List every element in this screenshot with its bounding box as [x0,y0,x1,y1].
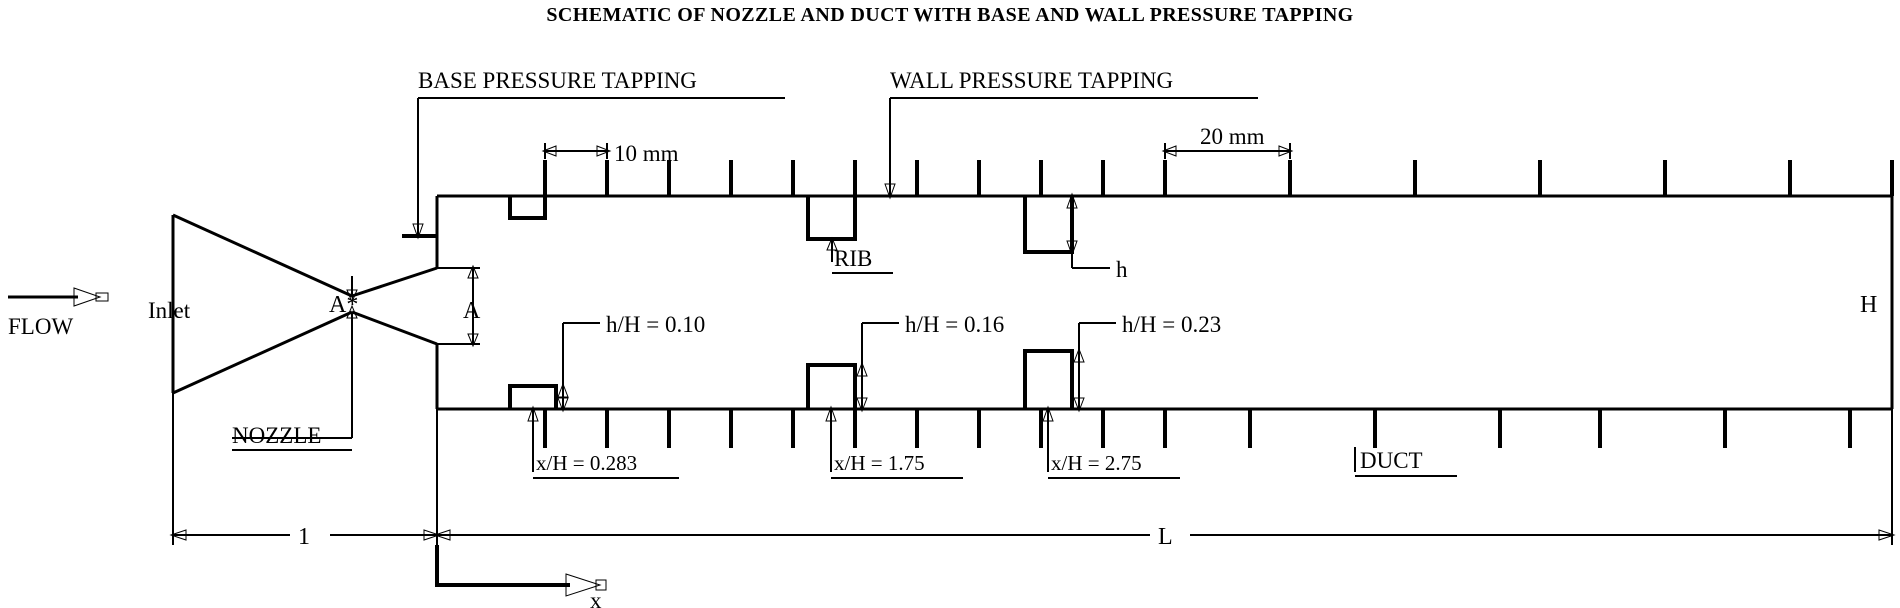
rib-ratio-2-leader [856,322,899,413]
rib-ratio-3-label: h/H = 0.23 [1122,312,1221,337]
upper-rib-2 [806,196,857,241]
tap-spacing-near-dimension [541,143,612,159]
upper-rib-3 [1023,196,1074,254]
duct-length-label: L [1158,524,1173,550]
duct-height-label: H [1860,292,1877,318]
rib-position-3-leader [1042,405,1054,472]
inlet-label: Inlet [148,298,191,323]
duct-callout-leader [1354,447,1457,477]
rib-position-2-leader [825,405,837,472]
lower-rib-1 [508,384,558,409]
flow-arrow-icon [8,287,109,307]
exit-area-dimension [437,264,480,348]
base-pressure-tapping-label: BASE PRESSURE TAPPING [418,68,697,93]
rib-height-label-upper: h [1116,257,1128,282]
rib-ratio-2-label: h/H = 0.16 [905,312,1004,337]
lower-rib-3 [1023,349,1074,409]
tap-spacing-far-dimension [1161,143,1294,159]
rib-ratio-1-leader [557,322,600,413]
duct-length-dimension [433,529,1896,541]
rib-callout-leader [826,236,838,262]
rib-position-1-label: x/H = 0.283 [536,451,637,475]
rib-label: RIB [834,246,872,271]
rib-position-3-label: x/H = 2.75 [1051,451,1142,475]
nozzle-label: NOZZLE [232,423,321,448]
exit-area-label: A [463,298,481,324]
rib-ratio-3-leader [1073,322,1116,413]
tap-spacing-near-label: 10 mm [614,141,679,166]
dimension-extension-lines [172,393,1893,545]
lower-wall-pressure-taps [543,409,1852,448]
nozzle-length-dimension [169,529,441,541]
rib-height-dimension-upper [1066,192,1110,269]
upper-wall-pressure-taps [543,160,1894,196]
page-title: SCHEMATIC OF NOZZLE AND DUCT WITH BASE A… [546,4,1354,26]
duct-body [435,194,1894,411]
rib-position-2-label: x/H = 1.75 [834,451,925,475]
x-axis-arrow-icon [435,545,607,597]
duct-label: DUCT [1360,448,1423,473]
flow-label: FLOW [8,314,73,339]
upper-rib-1 [508,196,547,220]
rib-position-1-leader [527,405,539,472]
tap-spacing-far-label: 20 mm [1200,124,1265,149]
wall-pressure-tapping-leader [884,97,1258,200]
x-axis-label: x [590,588,602,608]
nozzle-body [171,213,438,395]
base-pressure-tapping-leader [402,97,785,240]
nozzle-length-label: 1 [298,524,310,550]
lower-rib-2 [806,363,857,409]
nozzle-callout-leader [232,325,353,439]
wall-pressure-tapping-label: WALL PRESSURE TAPPING [890,68,1173,93]
throat-label: A* [329,292,358,318]
rib-ratio-1-label: h/H = 0.10 [606,312,705,337]
